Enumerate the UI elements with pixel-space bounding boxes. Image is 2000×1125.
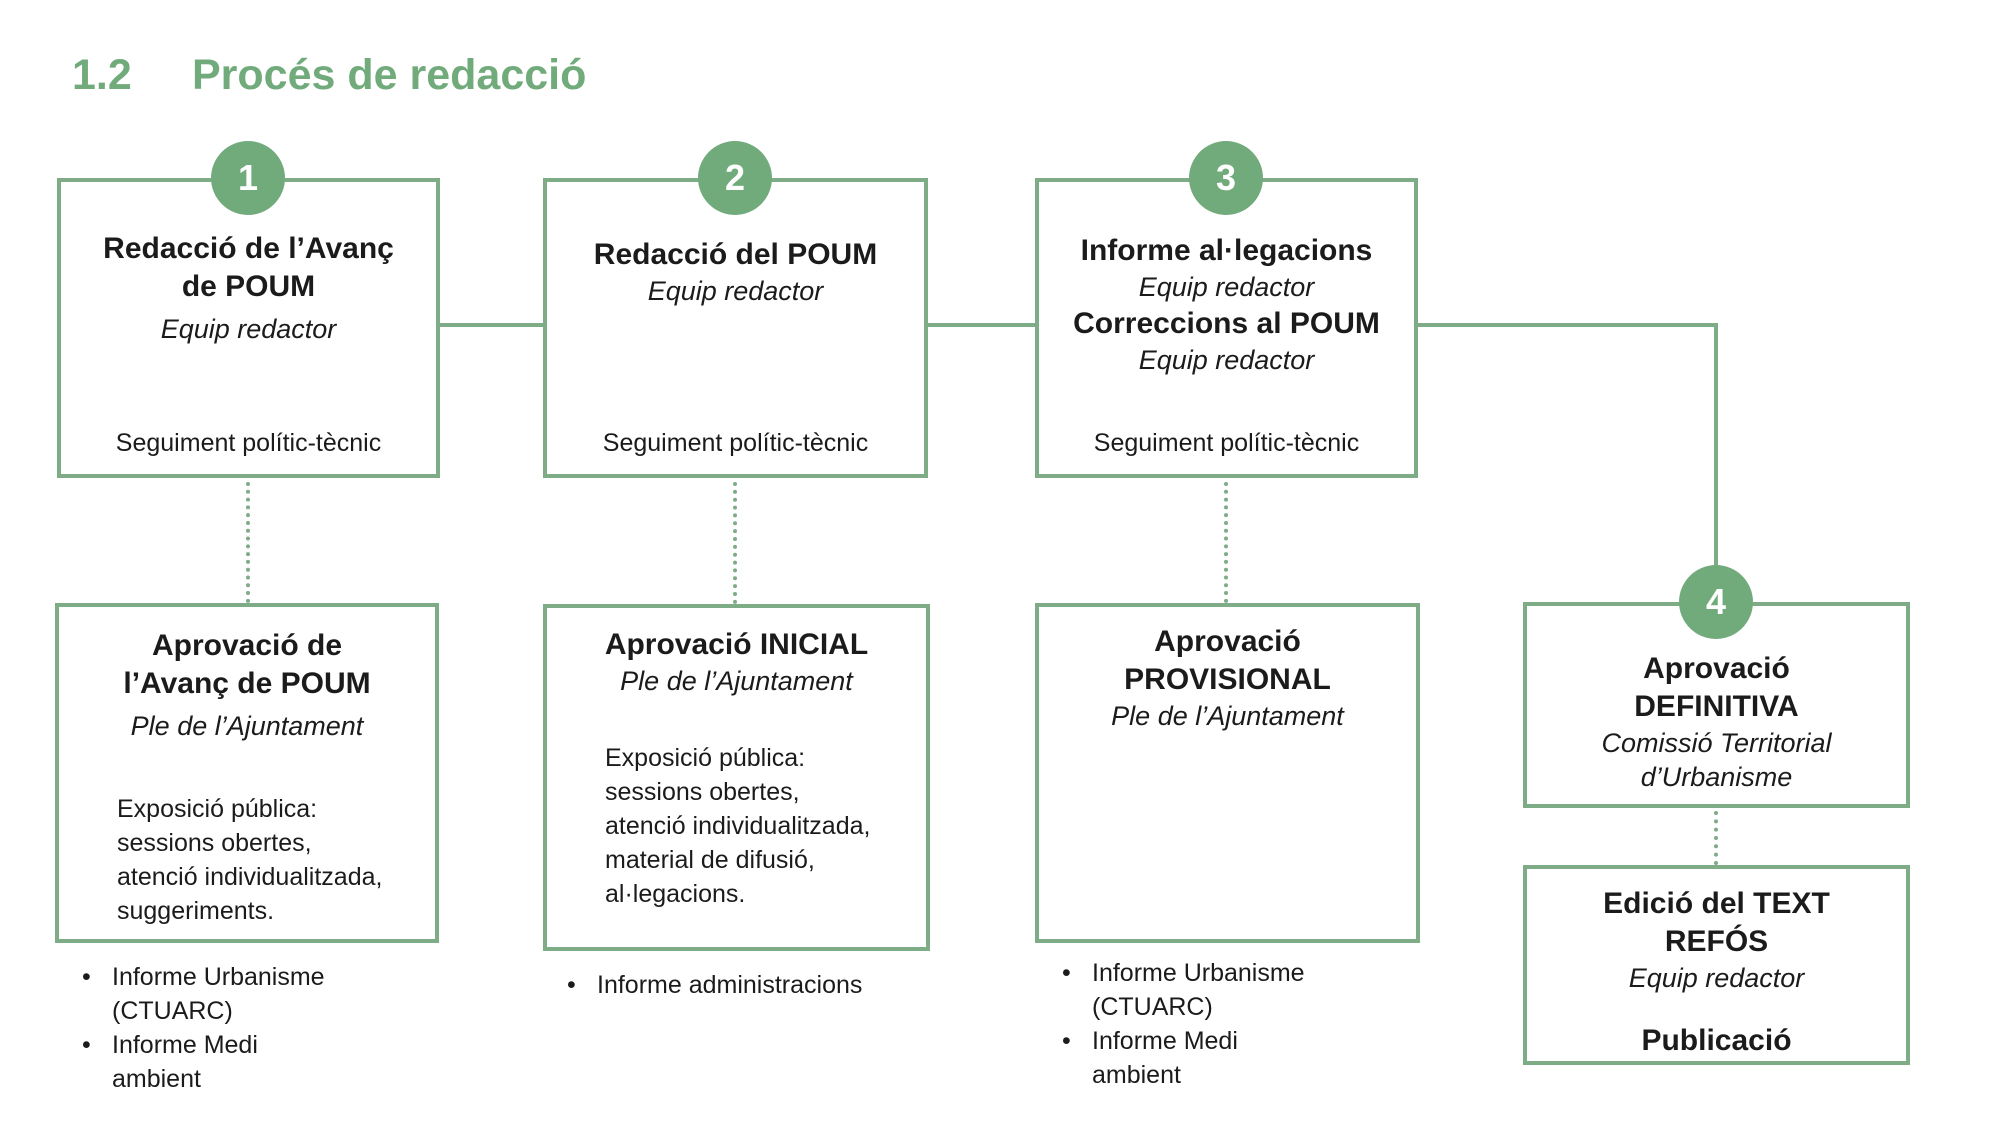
notes-phase1: • Informe Urbanisme (CTUARC) • Informe M… bbox=[82, 960, 342, 1096]
bullet-icon: • bbox=[567, 971, 576, 999]
bullet-icon: • bbox=[82, 1031, 91, 1059]
box-body: Exposició pública: sessions obertes, ate… bbox=[547, 741, 926, 911]
box-role: Comissió Territorial d’Urbanisme bbox=[1527, 726, 1906, 794]
box-edicio-text-refos: Edició del TEXT REFÓS Equip redactor Pub… bbox=[1523, 865, 1910, 1065]
notes-phase3: • Informe Urbanisme (CTUARC) • Informe M… bbox=[1062, 956, 1322, 1092]
box-title: Aprovació de l’Avanç de POUM bbox=[59, 627, 435, 703]
list-item: • Informe Urbanisme (CTUARC) bbox=[82, 960, 342, 1028]
box-title-line: Edició del TEXT bbox=[1603, 887, 1830, 920]
box-role-line: Comissió Territorial bbox=[1601, 728, 1832, 758]
box-redaccio-poum: Redacció del POUM Equip redactor Seguime… bbox=[543, 178, 928, 478]
box-role: Equip redactor bbox=[1628, 963, 1805, 993]
box-aprovacio-avanc: Aprovació de l’Avanç de POUM Ple de l’Aj… bbox=[55, 603, 439, 943]
step-badge-3: 3 bbox=[1189, 141, 1263, 215]
box-title-line: de POUM bbox=[181, 270, 316, 303]
publication-label: Publicació bbox=[1641, 1024, 1792, 1057]
connector-box3-step4-vertical bbox=[1714, 323, 1718, 569]
box-title-line: Aprovació bbox=[1643, 652, 1790, 685]
section-number: 1.2 bbox=[72, 51, 132, 99]
body-line: atenció individualitzada, bbox=[605, 812, 871, 840]
box-body: Exposició pública: sessions obertes, ate… bbox=[59, 792, 435, 928]
connector-box3-step4-horizontal bbox=[1416, 323, 1718, 327]
box-title-line: Aprovació bbox=[1154, 625, 1301, 658]
box-title: Aprovació INICIAL bbox=[604, 628, 869, 661]
section-title: Procés de redacció bbox=[192, 51, 587, 99]
box-role: Equip redactor bbox=[1138, 272, 1315, 302]
body-line: Exposició pública: bbox=[605, 744, 806, 772]
box-title: Redacció de l’Avanç de POUM bbox=[61, 230, 436, 306]
box-role: Equip redactor bbox=[160, 314, 337, 344]
bullet-text: Informe Medi ambient bbox=[1092, 1027, 1238, 1089]
box-role-line: d’Urbanisme bbox=[1640, 762, 1793, 792]
box-title: Aprovació DEFINITIVA bbox=[1527, 650, 1906, 726]
box-role: Equip redactor bbox=[647, 276, 824, 306]
step-badge-2: 2 bbox=[698, 141, 772, 215]
box-redaccio-avanc-poum: Redacció de l’Avanç de POUM Equip redact… bbox=[57, 178, 440, 478]
box-title-line: Redacció de l’Avanç bbox=[103, 232, 394, 265]
box-title-line: DEFINITIVA bbox=[1634, 690, 1799, 723]
step-badge-1: 1 bbox=[211, 141, 285, 215]
box-title-line: l’Avanç de POUM bbox=[123, 667, 371, 700]
connector-box1-box2 bbox=[439, 323, 545, 327]
box-footer: Seguiment polític-tècnic bbox=[115, 429, 382, 457]
dotted-connector-phase4 bbox=[1714, 811, 1718, 865]
box-aprovacio-provisional: Aprovació PROVISIONAL Ple de l’Ajuntamen… bbox=[1035, 603, 1420, 943]
dotted-connector-phase3 bbox=[1224, 482, 1228, 603]
list-item: • Informe Urbanisme (CTUARC) bbox=[1062, 956, 1322, 1024]
box-title-line: REFÓS bbox=[1664, 925, 1769, 958]
box-footer: Seguiment polític-tècnic bbox=[1093, 429, 1360, 457]
bullet-text: Informe Urbanisme (CTUARC) bbox=[1092, 959, 1305, 1021]
body-line: al·legacions. bbox=[605, 880, 746, 908]
box-title: Correccions al POUM bbox=[1073, 307, 1380, 340]
body-line: material de difusió, bbox=[605, 846, 815, 874]
connector-box2-box3 bbox=[926, 323, 1037, 327]
list-item: • Informe Medi ambient bbox=[1062, 1024, 1322, 1092]
box-title-line: PROVISIONAL bbox=[1124, 663, 1331, 696]
body-line: sessions obertes, bbox=[605, 778, 800, 806]
box-title: Redacció del POUM bbox=[593, 238, 878, 271]
box-role: Ple de l’Ajuntament bbox=[620, 666, 853, 696]
box-title: Aprovació PROVISIONAL bbox=[1039, 623, 1416, 699]
box-role: Ple de l’Ajuntament bbox=[1111, 701, 1344, 731]
dotted-connector-phase1 bbox=[246, 482, 250, 603]
body-line: Exposició pública: bbox=[117, 795, 318, 823]
box-aprovacio-inicial: Aprovació INICIAL Ple de l’Ajuntament Ex… bbox=[543, 604, 930, 951]
box-role: Equip redactor bbox=[1138, 345, 1315, 375]
list-item: • Informe administracions bbox=[567, 968, 927, 1002]
body-line: sessions obertes, bbox=[117, 829, 312, 857]
step-badge-4: 4 bbox=[1679, 565, 1753, 639]
bullet-icon: • bbox=[1062, 959, 1071, 987]
box-title: Edició del TEXT REFÓS bbox=[1527, 885, 1906, 961]
notes-phase2: • Informe administracions bbox=[567, 968, 927, 1002]
box-title: Informe al·legacions bbox=[1080, 234, 1373, 267]
bullet-icon: • bbox=[1062, 1027, 1071, 1055]
dotted-connector-phase2 bbox=[733, 482, 737, 604]
bullet-icon: • bbox=[82, 963, 91, 991]
page-title: 1.2 Procés de redacció bbox=[72, 51, 587, 99]
bullet-text: Informe administracions bbox=[597, 971, 863, 999]
body-line: atenció individualitzada, bbox=[117, 863, 383, 891]
bullet-text: Informe Urbanisme (CTUARC) bbox=[112, 963, 325, 1025]
bullet-text: Informe Medi ambient bbox=[112, 1031, 258, 1093]
body-line: suggeriments. bbox=[117, 897, 275, 925]
box-title-line: Aprovació de bbox=[151, 629, 343, 662]
box-role: Ple de l’Ajuntament bbox=[130, 711, 364, 741]
list-item: • Informe Medi ambient bbox=[82, 1028, 342, 1096]
box-informe-allegacions: Informe al·legacions Equip redactor Corr… bbox=[1035, 178, 1418, 478]
box-footer: Seguiment polític-tècnic bbox=[602, 429, 869, 457]
